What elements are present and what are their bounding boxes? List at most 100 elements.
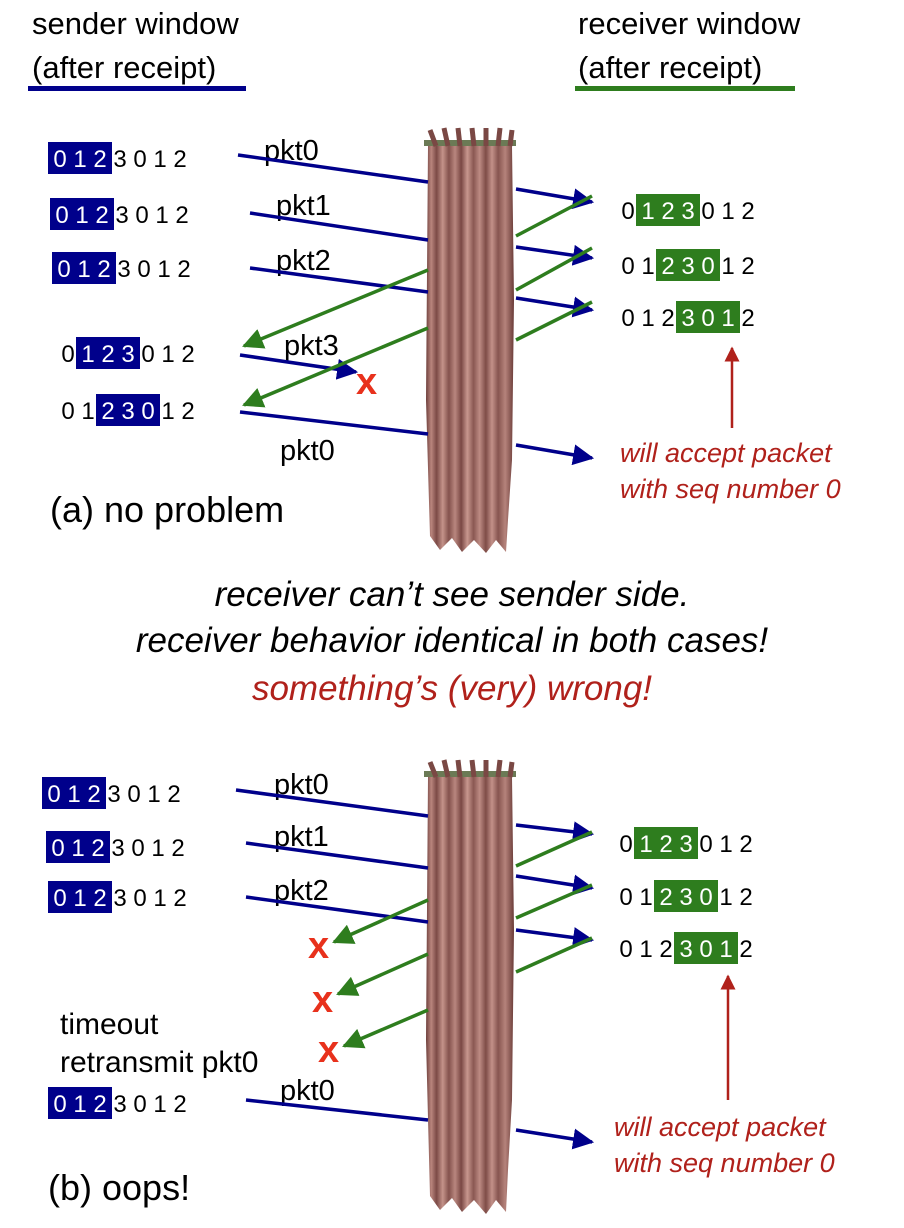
ack0-arrow-sender-side bbox=[332, 898, 429, 944]
x-mark-icon: x bbox=[356, 361, 377, 403]
seq-number: 1 bbox=[641, 305, 654, 332]
seq-number: 2 bbox=[739, 884, 752, 911]
seq-number: 2 bbox=[739, 936, 752, 963]
window-highlight bbox=[46, 831, 110, 863]
ack0-arrow-sender-side bbox=[242, 268, 429, 349]
seq-number: 3 bbox=[121, 398, 134, 425]
window-highlight bbox=[674, 932, 738, 964]
window-highlight bbox=[636, 194, 700, 226]
seq-number: 3 bbox=[679, 936, 692, 963]
seq-number: 2 bbox=[173, 146, 186, 173]
x-mark-icon: x bbox=[312, 979, 333, 1021]
seq-number: 0 bbox=[699, 884, 712, 911]
seq-number: 2 bbox=[173, 1091, 186, 1118]
seq-number: 1 bbox=[641, 253, 654, 280]
seq-number: 3 bbox=[681, 253, 694, 280]
window-highlight bbox=[656, 249, 720, 281]
pkt0-arrow-receiver-side bbox=[515, 187, 595, 210]
x-mark-icon: x bbox=[318, 1029, 339, 1071]
seq-number: 1 bbox=[639, 884, 652, 911]
commentary-line-2: receiver behavior identical in both case… bbox=[136, 621, 769, 660]
accept-note-line2: with seq number 0 bbox=[620, 474, 841, 504]
ack2-arrow-sender-side bbox=[342, 1008, 429, 1049]
seq-number: 1 bbox=[151, 835, 164, 862]
seq-number: 0 bbox=[141, 398, 154, 425]
seq-number: 0 bbox=[53, 885, 66, 912]
seq-number: 1 bbox=[719, 936, 732, 963]
pkt1-arrow-sender-side bbox=[249, 211, 429, 242]
seq-number: 2 bbox=[661, 305, 674, 332]
seq-number: 1 bbox=[721, 198, 734, 225]
data-packet-arrows bbox=[235, 788, 595, 1150]
seq-number: 2 bbox=[101, 398, 114, 425]
retransmit-label: retransmit pkt0 bbox=[60, 1046, 258, 1079]
seq-number: 0 bbox=[61, 341, 74, 368]
accept-note-line1: will accept packet bbox=[614, 1112, 827, 1142]
seq-number: 2 bbox=[95, 202, 108, 229]
seq-number: 2 bbox=[175, 202, 188, 229]
seq-number: 0 bbox=[699, 936, 712, 963]
window-highlight bbox=[96, 394, 160, 426]
packet-label: pkt0 bbox=[280, 435, 335, 467]
seq-number: 1 bbox=[73, 146, 86, 173]
sender-underline bbox=[28, 86, 246, 91]
seq-number: 0 bbox=[53, 146, 66, 173]
ack-arrows bbox=[332, 830, 593, 1049]
seq-number: 1 bbox=[641, 198, 654, 225]
seq-number: 0 bbox=[619, 831, 632, 858]
seq-number: 1 bbox=[81, 341, 94, 368]
receiver-underline bbox=[575, 86, 795, 91]
ack1-arrow-receiver-side bbox=[515, 246, 593, 292]
seq-number: 1 bbox=[67, 781, 80, 808]
seq-number: 1 bbox=[71, 835, 84, 862]
seq-number: 1 bbox=[77, 256, 90, 283]
seq-number: 2 bbox=[93, 885, 106, 912]
data-packet-arrows bbox=[237, 153, 595, 466]
window-highlight bbox=[76, 337, 140, 369]
pkt2-arrow-sender-side bbox=[245, 895, 429, 924]
seq-number: 3 bbox=[113, 146, 126, 173]
seq-number: 3 bbox=[113, 1091, 126, 1118]
seq-number: 1 bbox=[721, 305, 734, 332]
seq-number: 1 bbox=[153, 1091, 166, 1118]
seq-number: 3 bbox=[111, 835, 124, 862]
seq-number: 1 bbox=[157, 256, 170, 283]
ack1-arrow-receiver-side bbox=[515, 883, 593, 920]
ack0-arrow-receiver-side bbox=[515, 830, 593, 868]
pkt0-retx-arrow-receiver-side bbox=[515, 1128, 595, 1150]
ack-arrows bbox=[242, 194, 593, 408]
seq-number: 1 bbox=[73, 885, 86, 912]
seq-number: 1 bbox=[721, 253, 734, 280]
receiver-window-subtitle: (after receipt) bbox=[578, 50, 762, 85]
window-highlight bbox=[676, 301, 740, 333]
scenario-a-caption: (a) no problem bbox=[50, 489, 284, 530]
packet-label: pkt3 bbox=[284, 330, 339, 362]
seq-number: 1 bbox=[81, 398, 94, 425]
seq-number: 0 bbox=[51, 835, 64, 862]
window-highlight bbox=[654, 880, 718, 912]
seq-number: 2 bbox=[741, 198, 754, 225]
seq-number: 0 bbox=[141, 341, 154, 368]
curtain-icon bbox=[424, 759, 516, 1214]
ack1-arrow-sender-side bbox=[336, 952, 429, 996]
seq-number: 0 bbox=[621, 198, 634, 225]
window-highlight bbox=[52, 252, 116, 284]
pkt0-retx-arrow-sender-side bbox=[245, 1098, 429, 1122]
seq-number: 3 bbox=[117, 256, 130, 283]
pkt1-arrow-receiver-side bbox=[515, 874, 595, 896]
seq-number: 0 bbox=[701, 253, 714, 280]
seq-number: 0 bbox=[61, 398, 74, 425]
packet-label: pkt0 bbox=[280, 1075, 335, 1107]
seq-number: 0 bbox=[47, 781, 60, 808]
